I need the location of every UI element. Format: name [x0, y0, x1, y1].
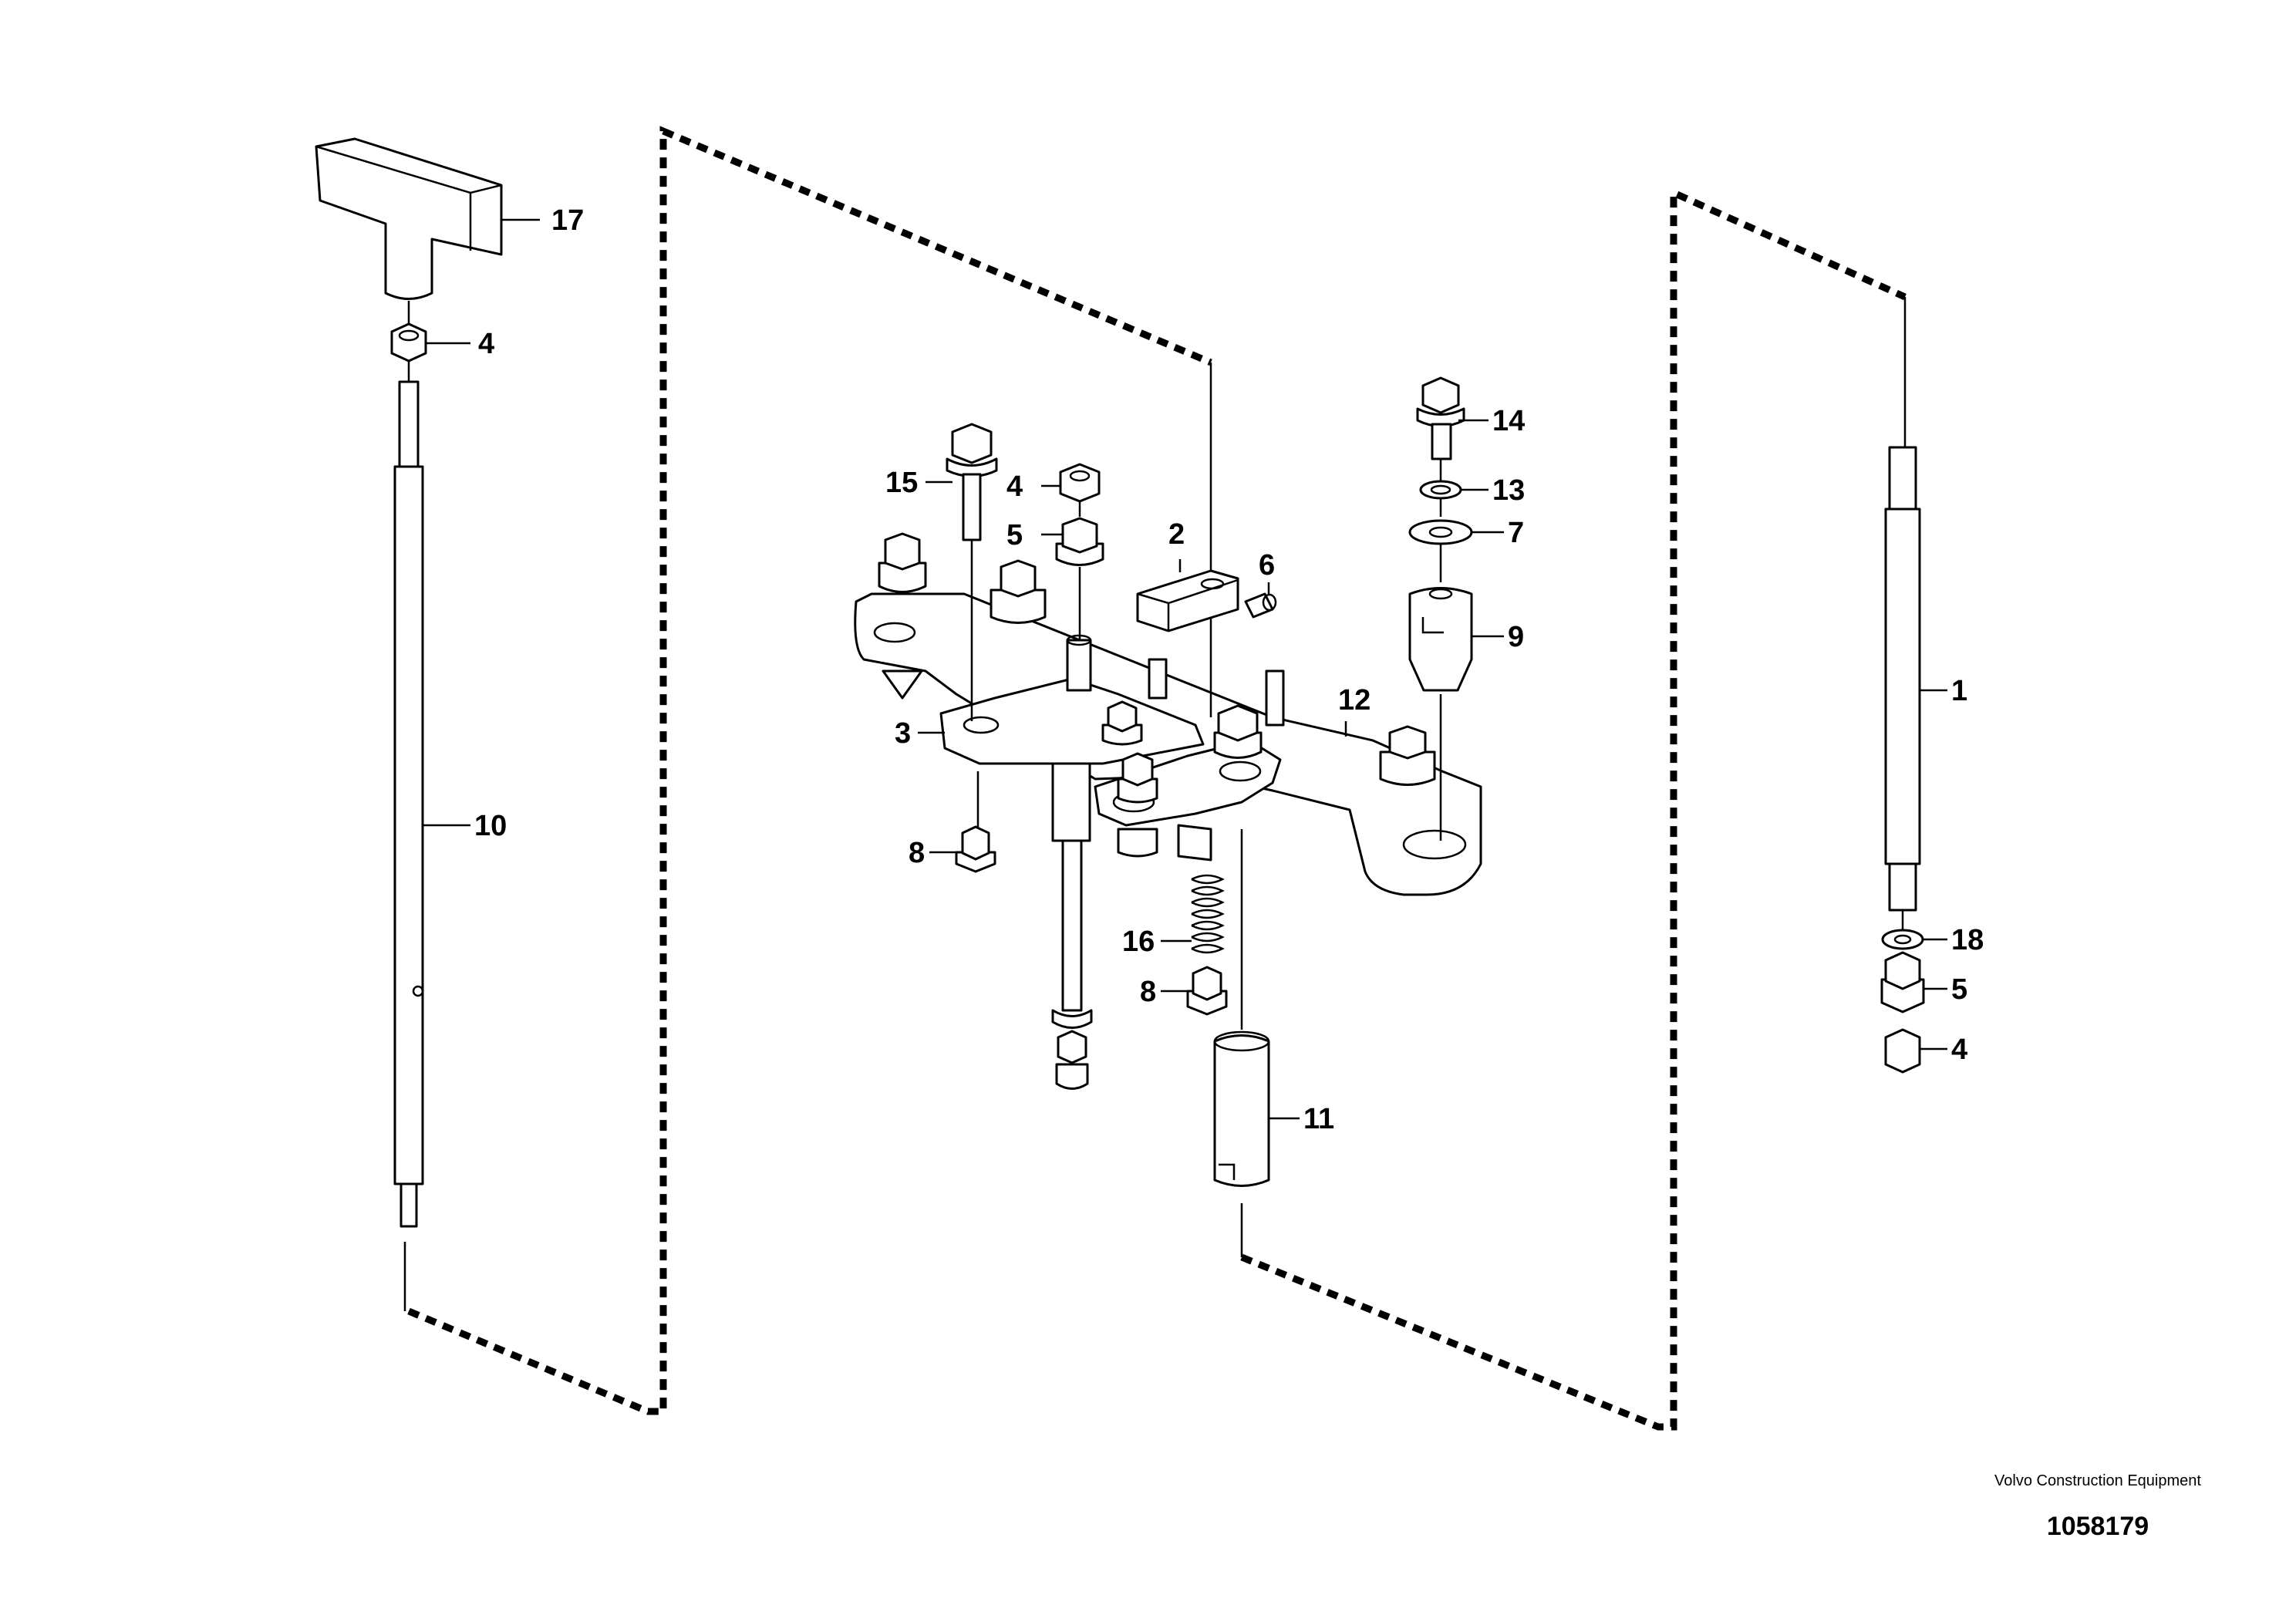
callout-9: 9: [1508, 621, 1524, 653]
t-handle-part: [315, 137, 540, 324]
flat-washer-part: [1408, 519, 1504, 582]
callout-16: 16: [1122, 926, 1155, 958]
callout-13: 13: [1492, 474, 1525, 507]
assembly-bolt-part: [1379, 725, 1436, 786]
callout-14: 14: [1492, 405, 1525, 437]
figure-number: 1058179: [2046, 1512, 2149, 1541]
callout-1: 1: [1951, 675, 1967, 707]
callout-4-right: 4: [1951, 1034, 1967, 1066]
flange-nut-part-lower-center: [1161, 966, 1228, 1016]
callout-10: 10: [474, 810, 507, 842]
callout-7: 7: [1508, 517, 1524, 549]
flange-bolt-part: [1416, 376, 1489, 482]
nut-part-center: [1041, 463, 1101, 517]
hex-bolt-part: [925, 423, 998, 721]
callout-2: 2: [1168, 518, 1185, 551]
bracket-part: [1136, 559, 1239, 717]
assembly-boundary-right: [1240, 187, 1907, 1431]
assembly-bolt-part: [1117, 752, 1158, 804]
callout-5-center: 5: [1006, 519, 1023, 551]
cone-pin-part: [1408, 587, 1504, 841]
assembly-bolt-part: [878, 532, 927, 700]
stud-part: [1066, 634, 1092, 692]
callout-4-center: 4: [1006, 470, 1023, 503]
callout-8-center: 8: [1140, 976, 1156, 1008]
callout-4-left: 4: [478, 328, 494, 360]
assembly-bolt-part: [1213, 704, 1263, 759]
set-screw-part: [1244, 582, 1277, 619]
assembly-boundary-left: [407, 126, 1212, 1415]
lock-washer-part: [1419, 480, 1489, 517]
assembly-bolt-part: [1101, 700, 1143, 746]
pin-part: [1148, 658, 1285, 727]
callout-15: 15: [885, 467, 918, 499]
callout-11: 11: [1303, 1103, 1334, 1135]
callout-8-left: 8: [909, 837, 925, 869]
nut-part-right: [1884, 1028, 1947, 1074]
callout-6: 6: [1259, 549, 1275, 582]
callout-12: 12: [1338, 684, 1371, 717]
callout-3: 3: [895, 717, 911, 750]
sleeve-part: [1213, 829, 1300, 1187]
spring-part: [1161, 874, 1225, 954]
callout-17: 17: [551, 204, 584, 237]
lower-nut-part: [1117, 824, 1212, 862]
flange-nut-part-center: [1041, 517, 1104, 640]
callout-5-right: 5: [1951, 973, 1967, 1006]
nut-part: [390, 322, 470, 382]
rod-part-right: [1884, 446, 1947, 929]
assembly-bolt-part: [990, 559, 1047, 624]
callout-18: 18: [1951, 924, 1984, 956]
brand-caption: Volvo Construction Equipment: [1994, 1472, 2201, 1489]
upper-plate-part: [1094, 739, 1282, 827]
long-bolt-part: [1051, 839, 1093, 1090]
washer-part-right: [1881, 929, 1947, 950]
flange-nut-part-right: [1880, 951, 1947, 1013]
flange-nut-part-lower-left: [929, 771, 996, 873]
rod-part-left: [393, 380, 470, 1228]
